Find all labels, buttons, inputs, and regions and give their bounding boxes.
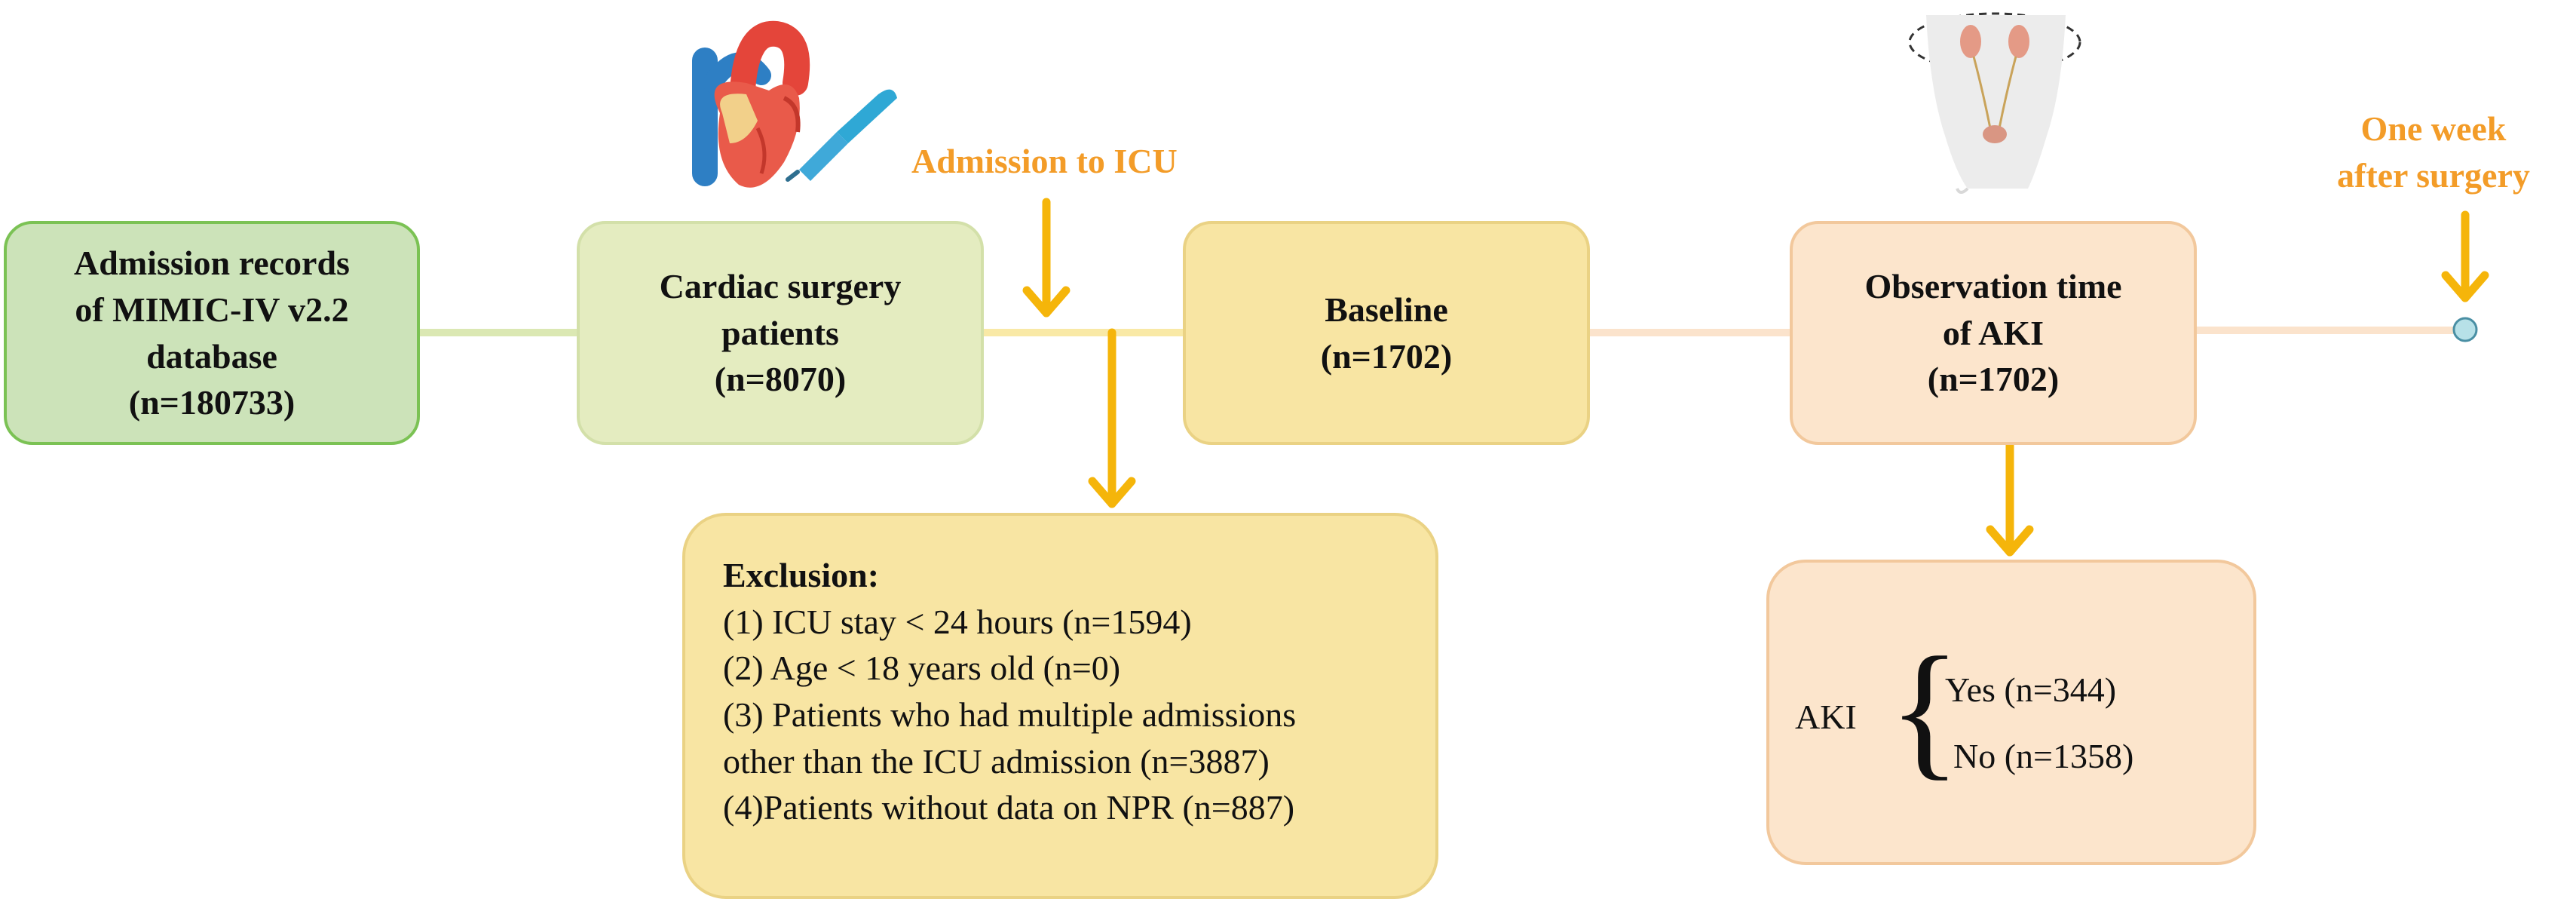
mimic-database-box: Admission records of MIMIC-IV v2.2 datab…: [4, 221, 420, 445]
cardiac-line1: Cardiac surgery: [659, 267, 902, 306]
exclusion-item-2: (2) Age < 18 years old (n=0): [723, 649, 1121, 688]
one-week-label: One week after surgery: [2337, 106, 2530, 198]
exclusion-title: Exclusion:: [723, 556, 880, 594]
aki-outcome-box: AKI { Yes (n=344) No (n=1358): [1766, 560, 2256, 865]
aki-yes: Yes (n=344): [1945, 670, 2117, 709]
one-week-arrow: [2441, 210, 2489, 302]
admission-icu-label: Admission to ICU: [911, 142, 1178, 180]
exclusion-item-3: (3) Patients who had multiple admissions: [723, 695, 1297, 734]
cardiac-count: (n=8070): [714, 360, 847, 399]
mimic-line3: database: [146, 336, 277, 376]
observation-count: (n=1702): [1927, 360, 2060, 399]
cardiac-line2: patients: [721, 313, 839, 352]
exclusion-arrow: [1088, 328, 1136, 508]
mimic-line2: of MIMIC-IV v2.2: [75, 290, 349, 329]
exclusion-item-3-cont: other than the ICU admission (n=3887): [723, 741, 1270, 781]
baseline-box: Baseline (n=1702): [1183, 221, 1590, 445]
baseline-line1: Baseline: [1325, 290, 1448, 329]
exclusion-box: Exclusion: (1) ICU stay < 24 hours (n=15…: [682, 513, 1438, 899]
kidney-anatomy-icon: [1908, 12, 2081, 194]
one-week-label-line1: One week: [2360, 109, 2507, 148]
heart-icon: [692, 20, 810, 188]
observation-line1: Observation time: [1864, 267, 2122, 306]
exclusion-item-4: (4)Patients without data on NPR (n=887): [723, 788, 1295, 827]
aki-label: AKI: [1795, 698, 1857, 736]
timeline-end-marker: [2452, 317, 2478, 342]
aki-no: No (n=1358): [1953, 737, 2134, 775]
brace-icon: {: [1888, 627, 1961, 793]
mimic-count: (n=180733): [128, 383, 296, 422]
icu-arrow: [1022, 198, 1071, 318]
aki-arrow: [1986, 440, 2034, 557]
scalpel-icon: [786, 89, 897, 182]
exclusion-item-1: (1) ICU stay < 24 hours (n=1594): [723, 602, 1192, 641]
baseline-count: (n=1702): [1320, 336, 1453, 376]
one-week-label-line2: after surgery: [2337, 155, 2530, 195]
observation-time-box: Observation time of AKI (n=1702): [1790, 221, 2197, 445]
cardiac-surgery-box: Cardiac surgery patients (n=8070): [577, 221, 984, 445]
mimic-line1: Admission records: [74, 244, 350, 283]
observation-line2: of AKI: [1942, 313, 2045, 352]
